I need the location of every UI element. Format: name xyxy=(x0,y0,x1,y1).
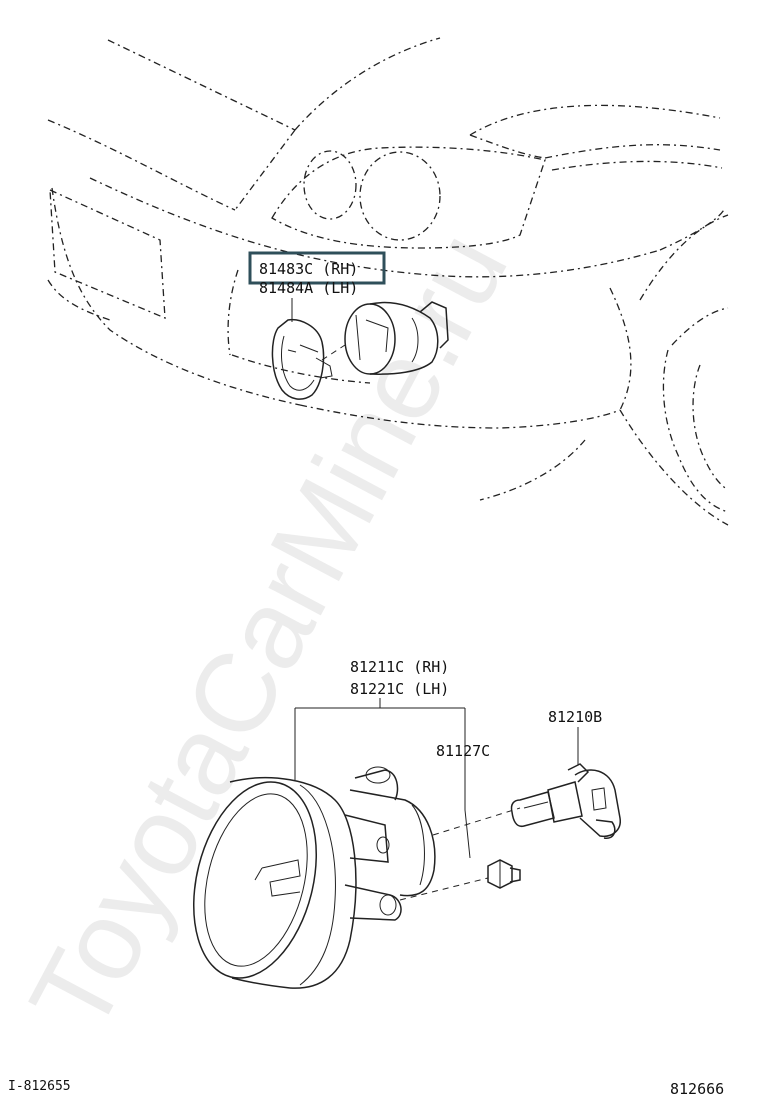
car-front-outline xyxy=(47,37,729,526)
lamp-label-group: 81211C (RH) 81221C (LH) xyxy=(294,658,471,859)
bulb-81210b: 81210B xyxy=(510,708,621,839)
screw-81127c: 81127C xyxy=(436,742,521,889)
watermark-text: ToyotaCarMine.ru xyxy=(6,212,531,1051)
label-81210b[interactable]: 81210B xyxy=(548,708,602,726)
highlight-box xyxy=(248,251,386,285)
fog-lamp-assembly xyxy=(192,766,521,989)
footer-left-code: I-812655 xyxy=(8,1079,71,1094)
label-81483c-rh[interactable]: 81483C (RH) xyxy=(259,260,358,278)
label-81211c-rh[interactable]: 81211C (RH) xyxy=(350,658,449,676)
label-81484a-lh[interactable]: 81484A (LH) xyxy=(259,279,358,297)
cover-label-group: 81483C (RH) 81484A (LH) xyxy=(248,251,386,322)
label-81127c[interactable]: 81127C xyxy=(436,742,490,760)
footer-right-code: 812666 xyxy=(670,1080,724,1098)
label-81221c-lh[interactable]: 81221C (LH) xyxy=(350,680,449,698)
fog-lamp-cover-part xyxy=(271,318,333,400)
fog-lamp-in-bumper xyxy=(321,301,449,375)
